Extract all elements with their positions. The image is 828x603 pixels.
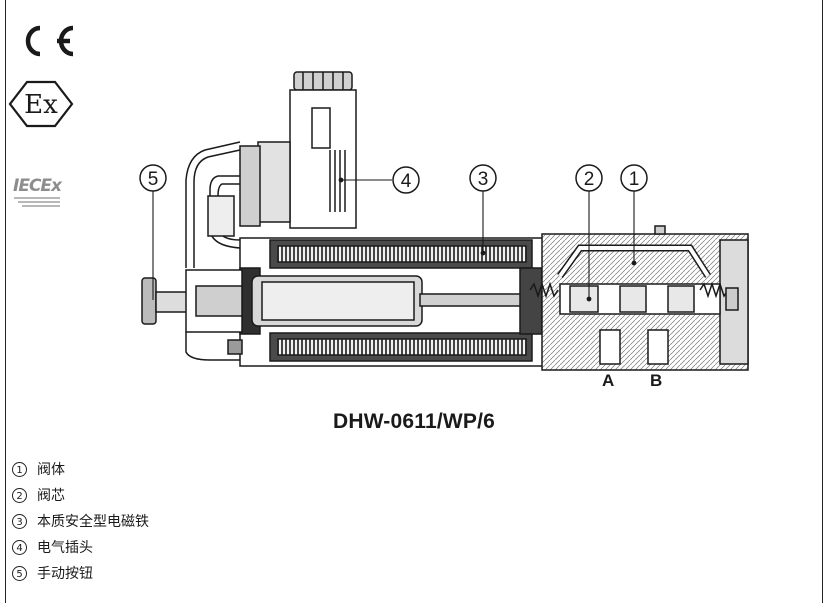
cable-conduit bbox=[185, 141, 241, 268]
legend-item: 5 手动按钮 bbox=[12, 560, 149, 586]
callout-4: 4 bbox=[392, 166, 420, 194]
ce-mark bbox=[25, 25, 74, 57]
legend-text: 阀体 bbox=[37, 462, 65, 478]
legend-text: 阀芯 bbox=[37, 488, 65, 504]
page-frame bbox=[5, 0, 823, 603]
callout-3: 3 bbox=[469, 164, 497, 192]
legend-number: 1 bbox=[12, 461, 27, 477]
diagram-title: DHW-0611/WP/6 bbox=[332, 410, 496, 433]
callout-leaders bbox=[152, 179, 635, 300]
electrical-connector bbox=[239, 71, 357, 229]
callout-1: 1 bbox=[620, 164, 648, 192]
legend-number: 5 bbox=[12, 565, 27, 581]
svg-text:IECEx: IECEx bbox=[13, 176, 63, 196]
callout-5: 5 bbox=[139, 164, 167, 192]
iecex-logo: IECEx bbox=[12, 163, 64, 207]
legend-item: 3 本质安全型电磁铁 bbox=[12, 508, 149, 534]
svg-text:1: 1 bbox=[629, 169, 640, 190]
legend-item: 2 阀芯 bbox=[12, 482, 149, 508]
legend-text: 手动按钮 bbox=[37, 566, 93, 582]
legend-item: 4 电气插头 bbox=[12, 534, 149, 560]
svg-text:2: 2 bbox=[584, 169, 595, 190]
svg-text:4: 4 bbox=[401, 171, 412, 192]
legend-number: 2 bbox=[12, 487, 27, 503]
legend-number: 3 bbox=[12, 513, 27, 529]
manual-button bbox=[141, 269, 243, 361]
legend-number: 4 bbox=[12, 539, 27, 555]
valve-spool bbox=[529, 281, 739, 315]
callout-dots bbox=[338, 177, 637, 302]
svg-text:Ex: Ex bbox=[24, 90, 58, 120]
solenoid-housing bbox=[239, 237, 546, 367]
legend: 1 阀体 2 阀芯 3 本质安全型电磁铁 4 电气插头 5 手动按钮 bbox=[12, 456, 149, 586]
ex-mark: Ex bbox=[8, 80, 74, 128]
svg-text:5: 5 bbox=[148, 169, 159, 190]
port-b-label: B bbox=[650, 371, 663, 390]
legend-text: 电气插头 bbox=[37, 540, 93, 556]
legend-text: 本质安全型电磁铁 bbox=[37, 514, 149, 530]
port-a-label: A bbox=[602, 371, 615, 390]
legend-item: 1 阀体 bbox=[12, 456, 149, 482]
svg-text:3: 3 bbox=[478, 169, 489, 190]
callout-2: 2 bbox=[575, 164, 603, 192]
